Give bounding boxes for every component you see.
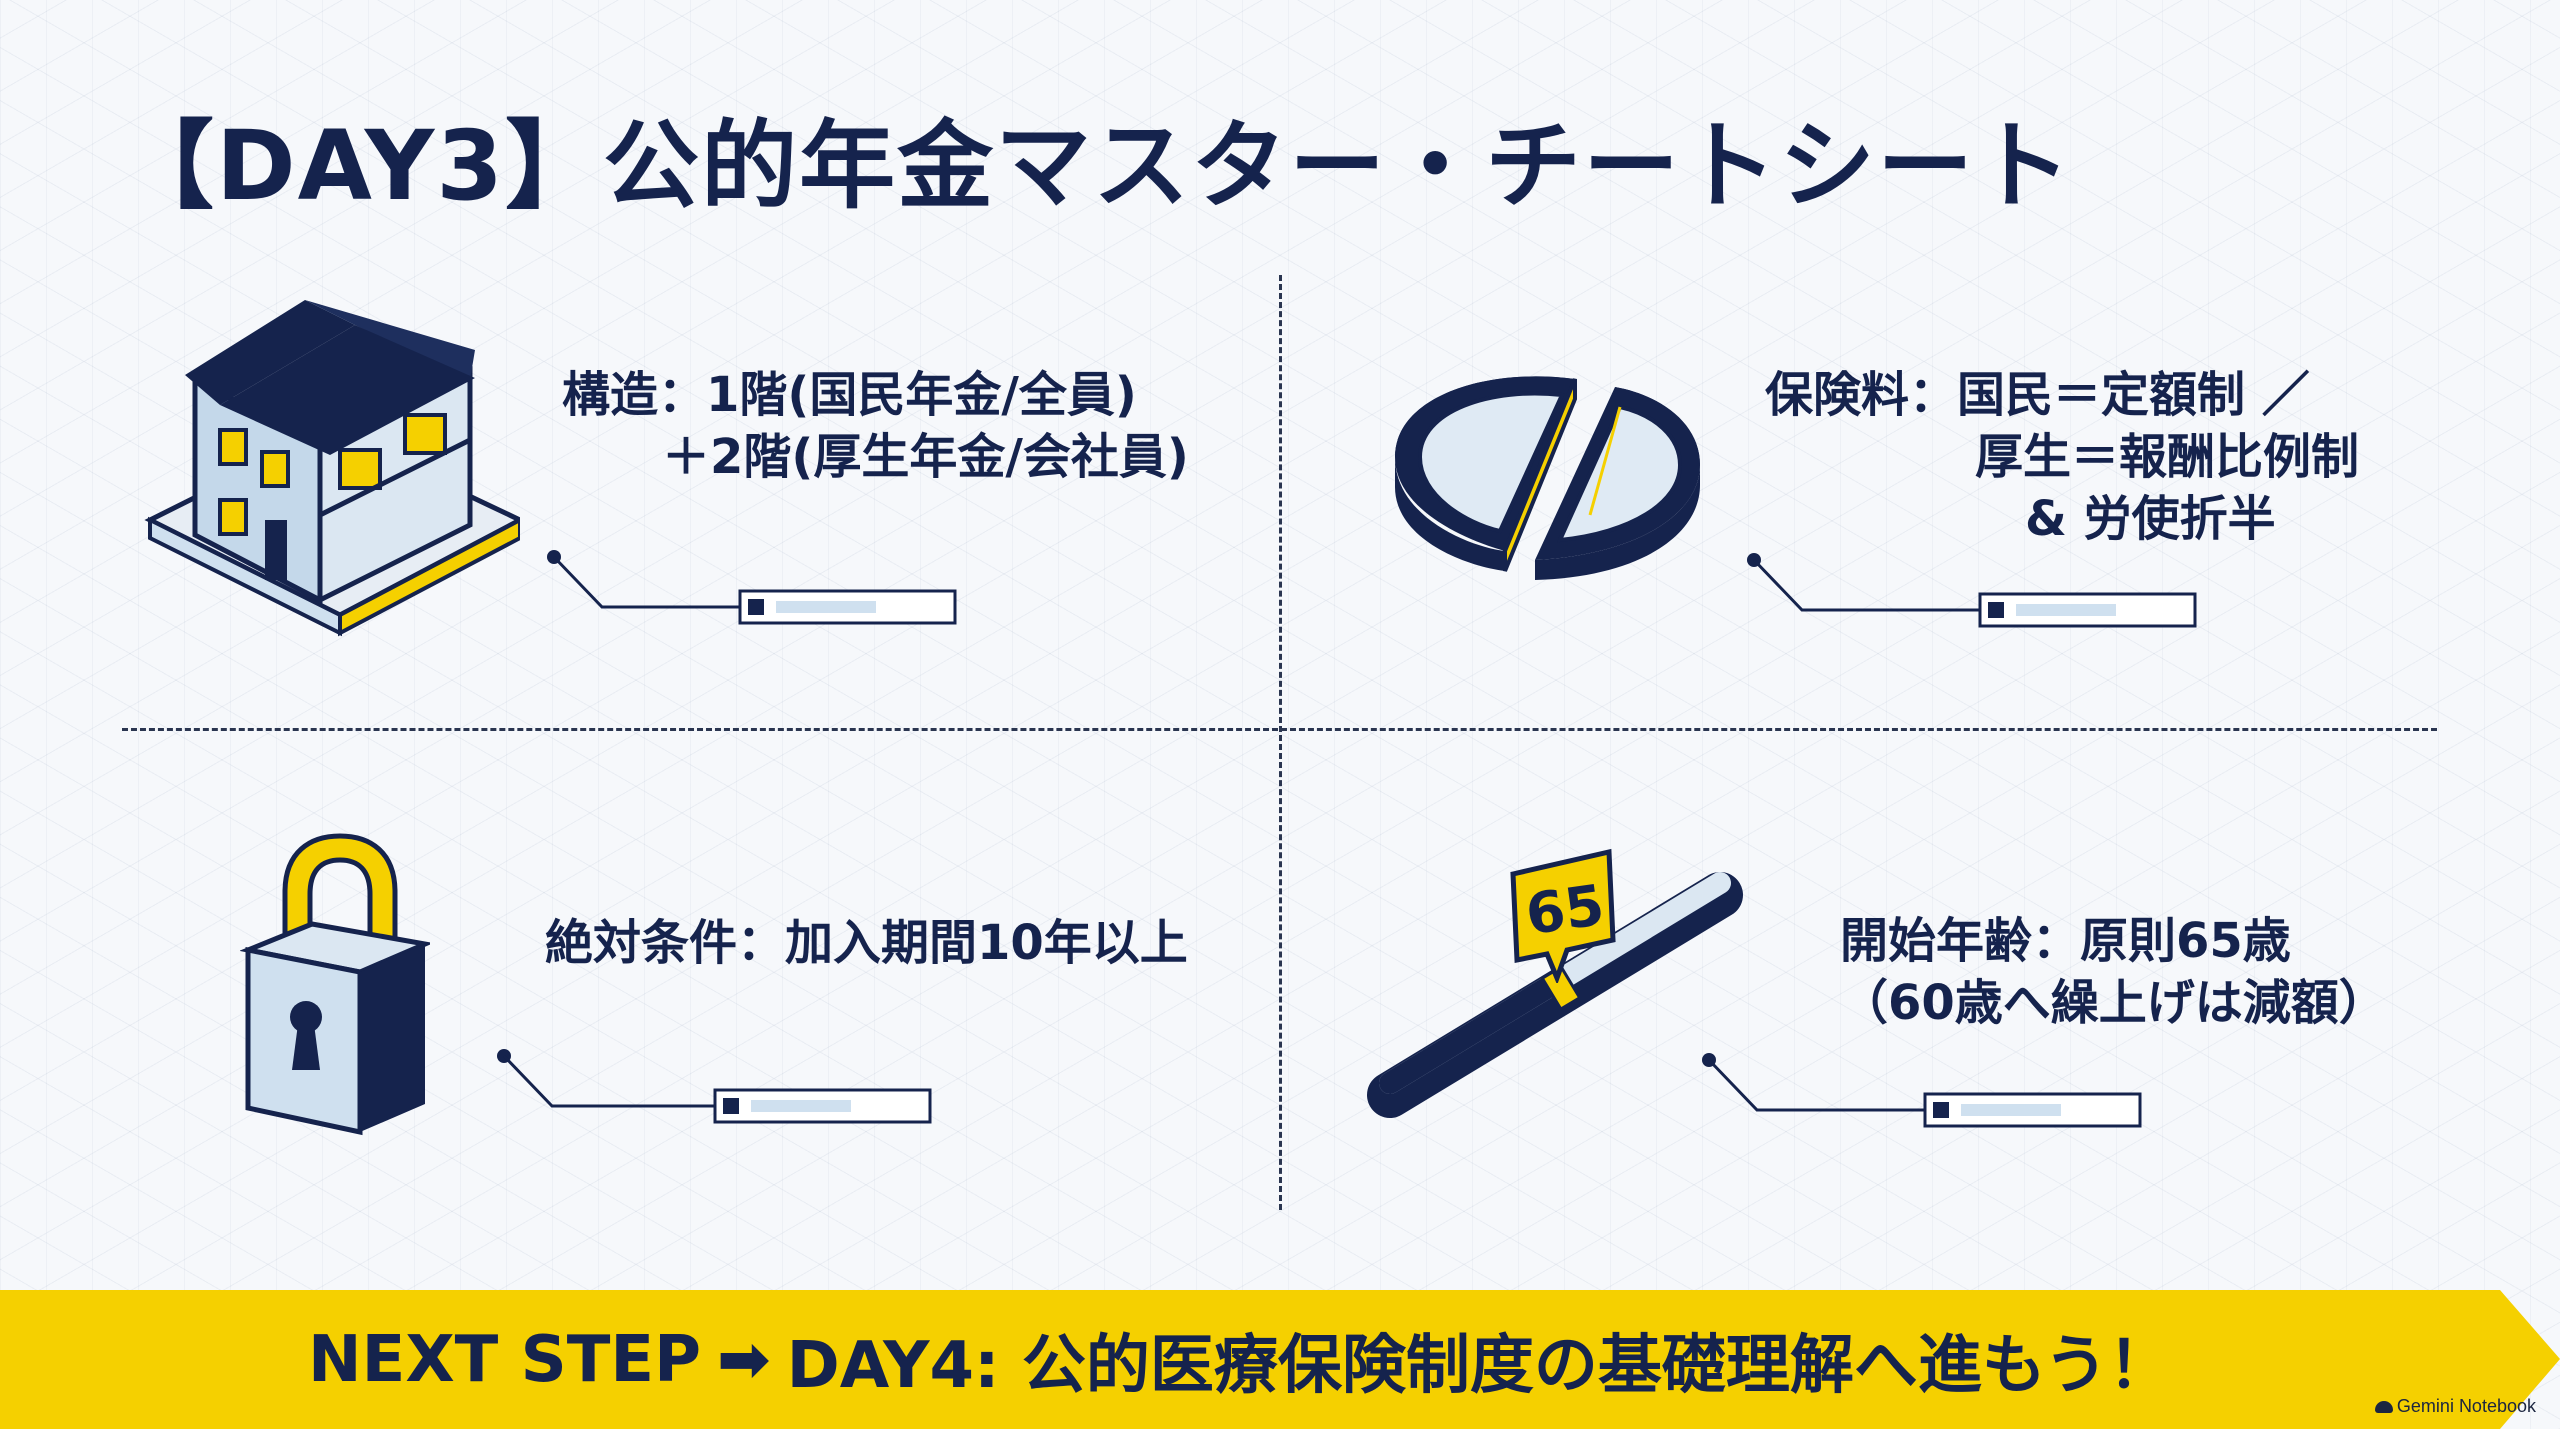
next-step-message: DAY4: 公的医療保険制度の基礎理解へ進もう！ bbox=[786, 1328, 2172, 1403]
age-label: 開始年齢：原則65歳 （60歳へ繰上げは減額） bbox=[1840, 913, 2387, 1031]
condition-label: 絶対条件：加入期間10年以上 bbox=[545, 915, 1188, 971]
horizontal-divider bbox=[122, 728, 2437, 731]
next-step-prefix: NEXT STEP bbox=[308, 1322, 701, 1397]
page-title: 【DAY3】公的年金マスター・チートシート bbox=[118, 110, 2074, 222]
age-callout bbox=[1695, 1048, 2150, 1128]
next-step-banner bbox=[0, 1290, 2560, 1429]
age-badge-icon bbox=[1505, 848, 1620, 983]
structure-label: 構造：1階(国民年金/全員) ＋2階(厚生年金/会社員) bbox=[562, 367, 1189, 485]
arrow-right-icon: ➡ bbox=[716, 1322, 771, 1397]
structure-callout bbox=[540, 545, 960, 625]
house-icon bbox=[140, 280, 520, 655]
padlock-icon bbox=[240, 832, 430, 1137]
vertical-divider bbox=[1279, 275, 1282, 1210]
condition-callout bbox=[490, 1044, 940, 1124]
age-slider-icon bbox=[1360, 845, 1750, 1125]
split-disc-icon bbox=[1390, 365, 1705, 580]
watermark: Gemini Notebook bbox=[2374, 1396, 2536, 1417]
cloud-icon bbox=[2374, 1401, 2393, 1414]
premium-callout bbox=[1740, 548, 2200, 628]
age-badge-text: 65 bbox=[1521, 872, 1609, 949]
premium-label: 保険料：国民＝定額制 ／ 厚生＝報酬比例制 & 労使折半 bbox=[1765, 367, 2360, 547]
next-step-text: NEXT STEP ➡ DAY4: 公的医療保険制度の基礎理解へ進もう！ bbox=[0, 1290, 2480, 1429]
